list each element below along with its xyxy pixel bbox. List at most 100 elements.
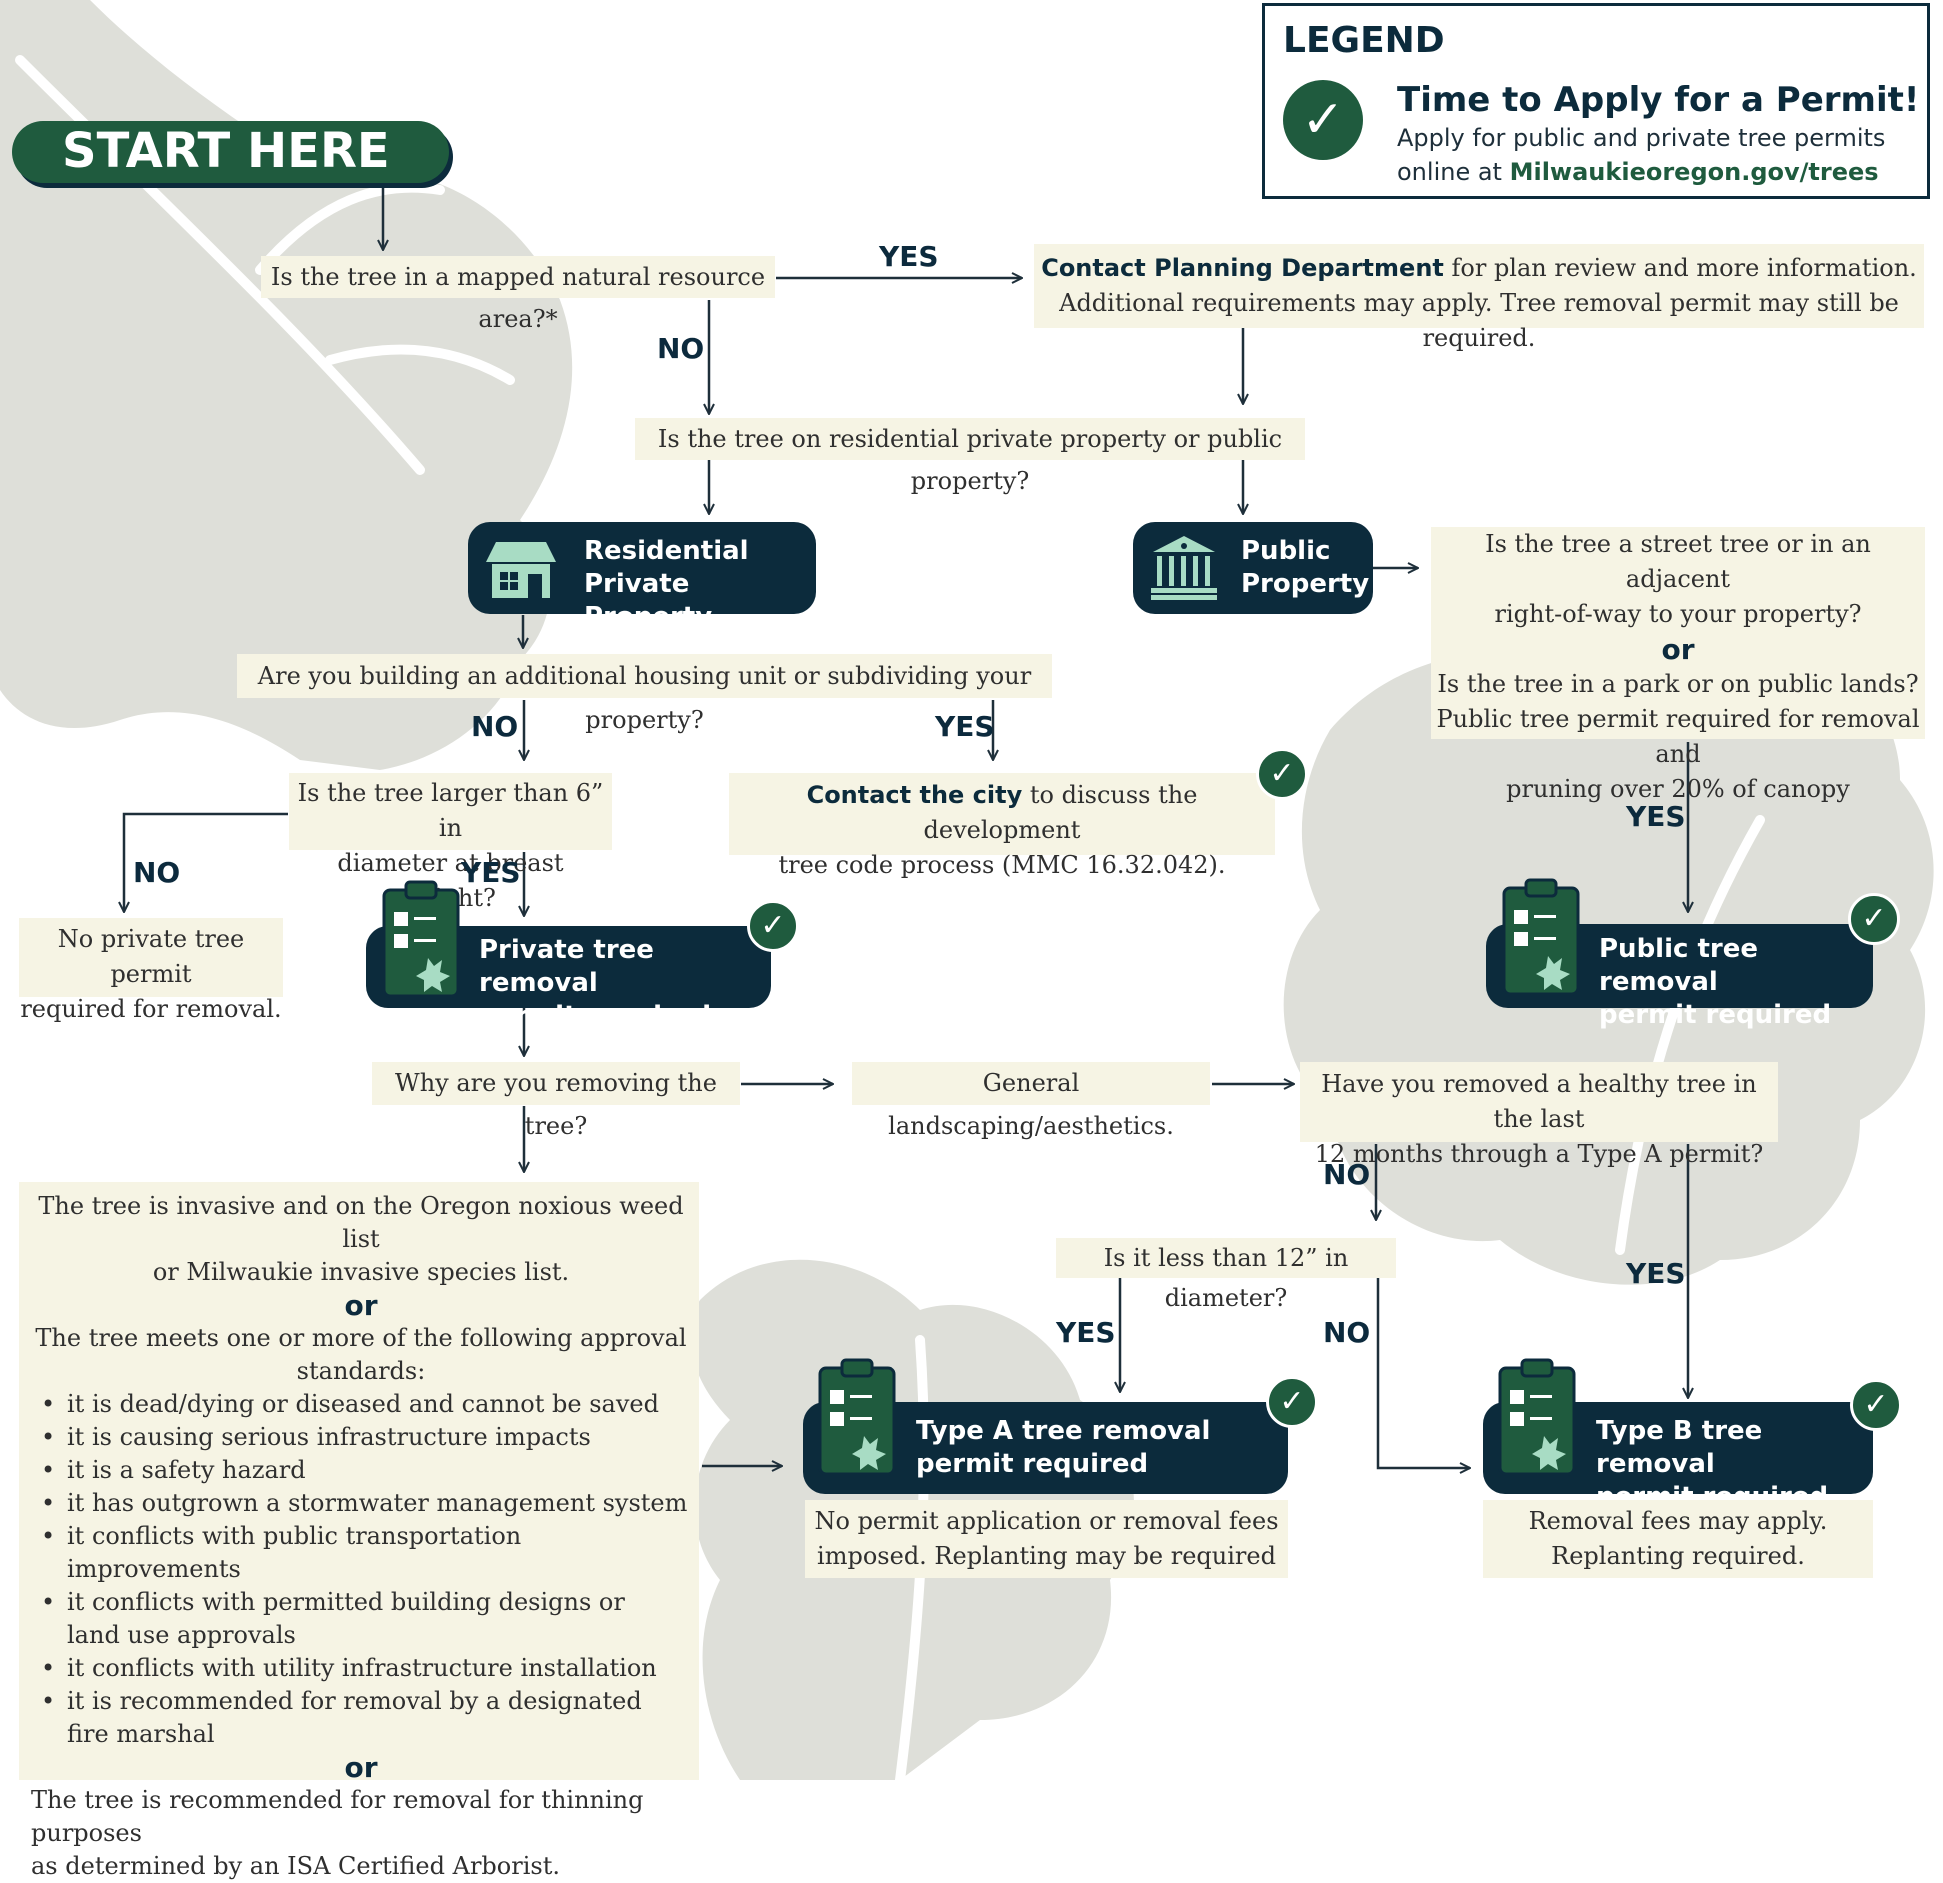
type-a-line2: permit required [916,1449,1149,1479]
list-item: it is causing serious infrastructure imp… [31,1421,691,1454]
healthy-line2: 12 months through a Type A permit? [1314,1140,1764,1168]
type-b-note2: Replanting required. [1551,1542,1805,1570]
label-no-natural-area: NO [657,332,705,365]
reasons-standards2: standards: [296,1357,426,1385]
clipboard-icon-type-a [818,1358,896,1476]
contact-planning-box: Contact Planning Department for plan rev… [1034,244,1924,352]
clipboard-icon-public [1502,878,1580,996]
type-a-note: No permit application or removal fees im… [805,1500,1288,1578]
private-permit-check-icon: ✓ [747,900,799,952]
legend-title: LEGEND [1283,20,1445,61]
label-yes-less12: YES [1056,1316,1116,1349]
no-permit-line1: No private tree permit [57,925,245,988]
public-q-line3: Is the tree in a park or on public lands… [1437,670,1919,698]
public-q-line2: right-of-way to your property? [1494,600,1862,628]
no-permit-line2: required for removal. [20,995,282,1023]
label-no-healthy: NO [1323,1158,1371,1191]
question-property-type: Is the tree on residential private prope… [635,418,1305,495]
legend-line2-prefix: online at [1397,158,1510,186]
public-line1: Public [1241,536,1331,566]
contact-city-check-icon: ✓ [1256,748,1308,800]
label-no-less12: NO [1323,1316,1371,1349]
question-housing-unit: Are you building an additional housing u… [237,654,1052,734]
list-item: it is a safety hazard [31,1454,691,1487]
type-b-line1: Type B tree removal [1596,1416,1763,1479]
private-permit-line1: Private tree removal [479,935,654,998]
residential-line1: Residential [584,536,749,566]
legend-url-link[interactable]: Milwaukieoregon.gov/trees [1509,158,1879,186]
planning-rest: for plan review and more information. [1443,254,1917,282]
residential-line2: Private Property [584,569,713,632]
type-a-note1: No permit application or removal fees [814,1507,1279,1535]
public-permit-line1: Public tree removal [1599,934,1758,997]
contact-city-line2: tree code process (MMC 16.32.042). [778,851,1226,879]
list-item: it has outgrown a stormwater management … [31,1487,691,1520]
label-yes-public: YES [1626,800,1686,833]
contact-city-box: Contact the city to discuss the developm… [729,773,1275,879]
larger-line1: Is the tree larger than 6” in [297,779,604,842]
planning-line1: Contact Planning Department for plan rev… [1034,251,1924,286]
public-q-line5: pruning over 20% of canopy [1506,775,1850,803]
legend-check-icon: ✓ [1283,80,1363,160]
list-item: it is recommended for removal by a desig… [31,1685,691,1751]
general-landscaping-box: General landscaping/aesthetics. [852,1062,1210,1140]
reasons-intro2: or Milwaukie invasive species list. [152,1258,570,1286]
label-no-housing: NO [471,710,519,743]
question-larger-than-6: Is the tree larger than 6” in diameter a… [289,773,612,912]
private-permit-line2: permit required [479,1001,712,1031]
list-item: it conflicts with permitted building des… [31,1586,691,1652]
healthy-line1: Have you removed a healthy tree in the l… [1321,1070,1757,1133]
label-yes-healthy: YES [1626,1257,1686,1290]
public-q-line4: Public tree permit required for removal … [1436,705,1920,768]
clipboard-icon-private [382,880,460,998]
label-no-larger: NO [133,856,181,889]
type-b-note1: Removal fees may apply. [1528,1507,1828,1535]
start-here-label: START HERE [62,123,390,179]
public-line2: Property [1241,569,1370,599]
legend-line1: Apply for public and private tree permit… [1397,124,1886,152]
type-a-note2: imposed. Replanting may be required [817,1542,1276,1570]
legend-box: LEGEND ✓ Time to Apply for a Permit! App… [1262,3,1930,199]
type-b-check-icon: ✓ [1850,1379,1902,1431]
question-less-than-12: Is it less than 12” in diameter? [1056,1238,1396,1312]
reasons-intro1: The tree is invasive and on the Oregon n… [38,1192,684,1253]
public-permit-check-icon: ✓ [1848,893,1900,945]
reasons-final1: The tree is recommended for removal for … [31,1786,644,1847]
type-a-line1: Type A tree removal [916,1416,1211,1446]
planning-bold: Contact Planning Department [1041,254,1444,282]
list-item: it conflicts with utility infrastructure… [31,1652,691,1685]
list-item: it is dead/dying or diseased and cannot … [31,1388,691,1421]
clipboard-icon-type-b [1498,1358,1576,1476]
list-item: it conflicts with public transportation … [31,1520,691,1586]
contact-city-rest: to discuss the development [923,781,1198,844]
public-permit-line2: permit required [1599,1000,1832,1030]
type-a-permit-box: Type A tree removal permit required [803,1402,1288,1494]
label-yes-housing: YES [935,710,995,743]
question-why-removing: Why are you removing the tree? [372,1062,740,1140]
public-q-line1: Is the tree a street tree or in an adjac… [1485,530,1871,593]
contact-city-bold: Contact the city [806,781,1023,809]
reasons-or-2: or [344,1751,378,1784]
public-property-box: Public Property [1133,522,1373,614]
planning-line2: Additional requirements may apply. Tree … [1059,289,1899,352]
label-yes-larger: YES [461,856,521,889]
public-q-or: or [1661,633,1695,666]
public-building-icon [1151,536,1217,600]
contact-city-line1: Contact the city to discuss the developm… [729,778,1275,848]
removal-reasons-box: The tree is invasive and on the Oregon n… [19,1182,699,1880]
house-icon [486,542,556,598]
public-property-questions: Is the tree a street tree or in an adjac… [1431,527,1925,803]
reasons-or-1: or [344,1289,378,1322]
no-private-permit-box: No private tree permit required for remo… [19,918,283,1023]
reasons-final2: as determined by an ISA Certified Arbori… [31,1852,560,1880]
question-healthy-tree: Have you removed a healthy tree in the l… [1300,1062,1778,1168]
label-yes-natural-area: YES [879,240,939,273]
type-a-check-icon: ✓ [1266,1376,1318,1428]
legend-line2: online at Milwaukieoregon.gov/trees [1397,158,1879,186]
legend-heading: Time to Apply for a Permit! [1397,80,1920,120]
residential-private-property-box: Residential Private Property [468,522,816,632]
question-natural-resource-area: Is the tree in a mapped natural resource… [261,256,775,333]
start-here-badge: START HERE [12,121,449,183]
reasons-standards1: The tree meets one or more of the follow… [35,1324,687,1352]
type-b-note: Removal fees may apply. Replanting requi… [1483,1500,1873,1578]
